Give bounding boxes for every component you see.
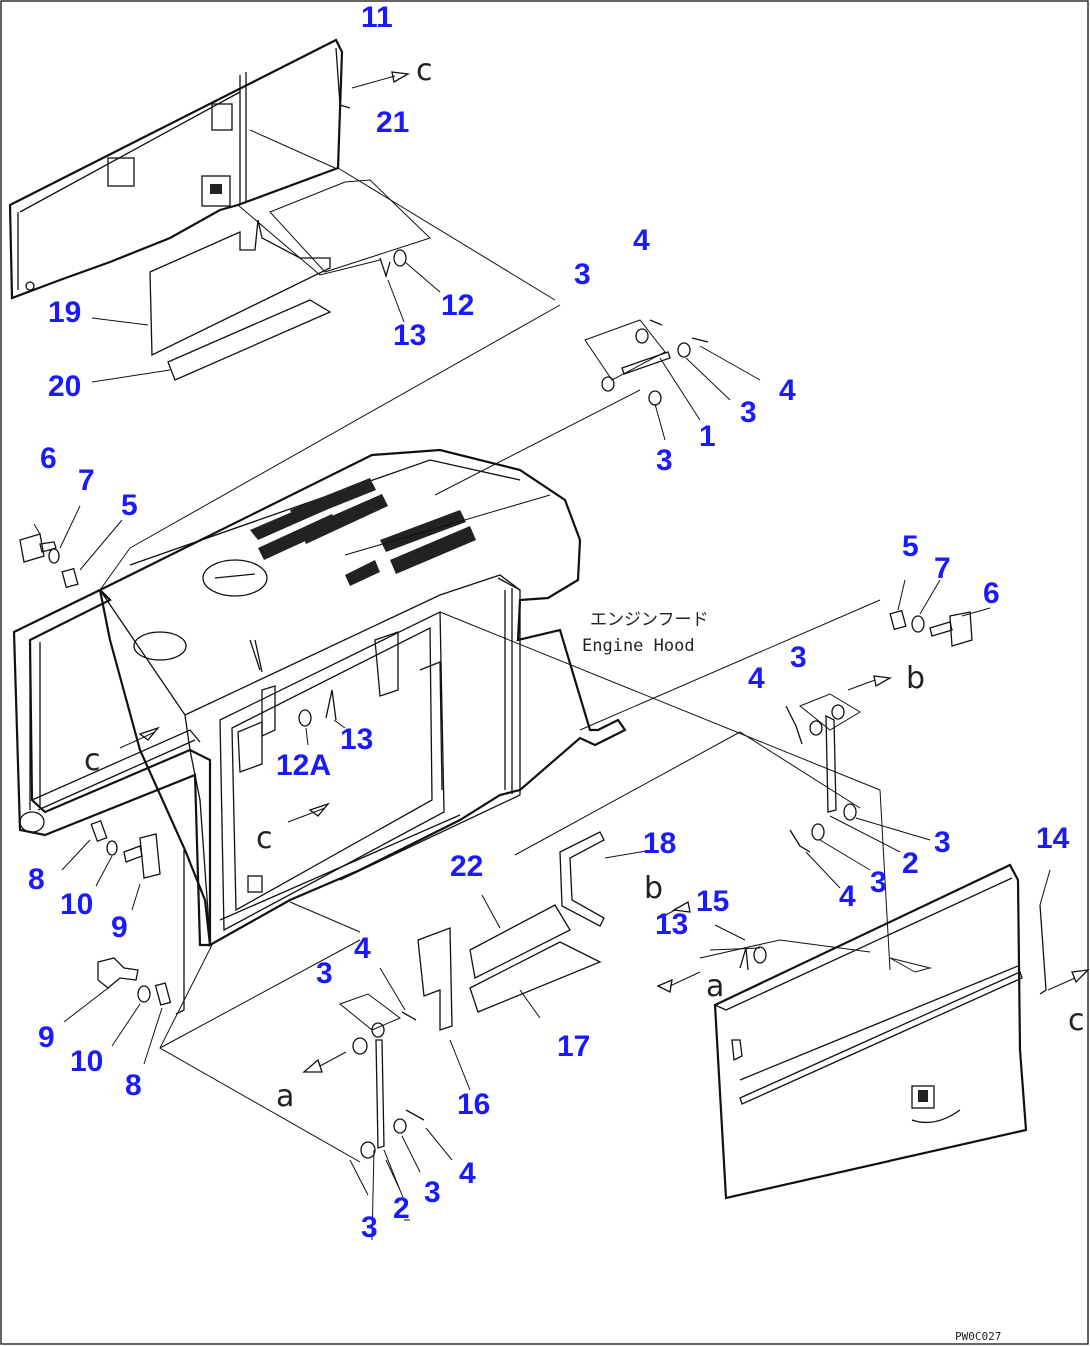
callout-letter: c (416, 53, 433, 88)
part-number-label: 3 (361, 1211, 378, 1244)
part-number-label: 4 (748, 662, 765, 695)
part-number-label: 15 (696, 885, 729, 918)
part-number-label: 2 (393, 1192, 410, 1225)
caption-english: Engine Hood (582, 636, 695, 656)
part-number-label: 12 (441, 289, 474, 322)
callout-letter: a (276, 1079, 294, 1114)
stay-rod-11 (335, 47, 351, 109)
part-number-label: 13 (340, 723, 373, 756)
part-number-label: 5 (902, 530, 919, 563)
pad-18 (559, 831, 605, 927)
callout-letter: b (644, 871, 663, 906)
pad-16 (417, 927, 453, 1031)
part-number-label: 21 (376, 106, 409, 139)
part-number-label: 6 (983, 577, 1000, 610)
part-number-label: 3 (740, 396, 757, 429)
washer-15 (753, 946, 767, 964)
part-number-label: 4 (633, 224, 650, 257)
hood-front-frame (12, 588, 212, 947)
latch-set-lower (63, 957, 172, 1065)
part-number-label: 11 (361, 1, 393, 34)
part-number-label: 4 (779, 374, 796, 407)
side-door-left (8, 38, 344, 300)
part-number-labels: 11 21 4 3 12 13 19 20 4 3 1 3 6 7 5 5 7 … (28, 1, 1070, 1244)
part-number-label: 8 (125, 1069, 142, 1102)
pin-13 (379, 257, 391, 279)
stay-rod-14 (1039, 904, 1047, 995)
part-number-label: 7 (934, 552, 951, 585)
bolt-set-right (889, 579, 991, 647)
part-number-label: 10 (60, 888, 93, 921)
part-number-label: 13 (655, 908, 688, 941)
part-number-label: 4 (354, 932, 371, 965)
part-number-label: 3 (790, 641, 807, 674)
part-number-label: 3 (934, 826, 951, 859)
callout-letter: c (256, 821, 273, 856)
part-number-label: 5 (121, 489, 138, 522)
part-number-label: 17 (557, 1030, 590, 1063)
hinge-assembly-right (785, 675, 931, 889)
callout-letter: c (84, 743, 101, 778)
washer-12a (298, 709, 312, 727)
caption-japanese: エンジンフード (590, 610, 709, 630)
part-number-label: 19 (48, 296, 81, 329)
part-number-label: 2 (902, 847, 919, 880)
side-door-right (713, 863, 1028, 1200)
part-number-label: 22 (450, 850, 483, 883)
hinge-assembly-bottom (302, 967, 453, 1241)
engine-hood-body (98, 448, 627, 947)
door-pad-19 (149, 219, 331, 357)
hinge-plate (175, 850, 185, 1015)
bolt-set-left (19, 505, 123, 589)
washer-12 (393, 249, 407, 267)
pin-13-inner (325, 689, 337, 721)
part-number-label: 3 (870, 866, 887, 899)
part-number-label: 3 (316, 957, 333, 990)
part-number-label: 16 (457, 1088, 490, 1121)
part-number-label: 20 (48, 370, 81, 403)
part-number-label: 12A (276, 749, 331, 782)
callout-letter: b (906, 661, 925, 696)
part-number-label: 8 (28, 863, 45, 896)
part-number-label: 18 (643, 827, 676, 860)
part-number-label: 10 (70, 1045, 103, 1078)
drawing-code: PW0C027 (955, 1330, 1001, 1343)
callout-letters: c c c b b a c a (84, 53, 1085, 1114)
door-bracket-21 (269, 179, 431, 273)
part-number-label: 1 (699, 420, 716, 453)
part-number-label: 9 (38, 1021, 55, 1054)
door-pad-20 (167, 299, 332, 381)
part-number-label: 6 (40, 442, 57, 475)
part-number-label: 3 (656, 444, 673, 477)
hinge-assembly-top (584, 319, 761, 441)
part-number-label: 4 (459, 1157, 476, 1190)
callout-letter: a (706, 969, 724, 1004)
part-number-label: 14 (1036, 822, 1070, 855)
pin-13-right (739, 947, 749, 971)
latch-set-upper (61, 819, 161, 911)
part-number-label: 3 (574, 258, 591, 291)
part-number-label: 7 (78, 464, 95, 497)
part-number-label: 4 (839, 880, 856, 913)
pad-17 (469, 941, 602, 1013)
part-number-label: 9 (111, 911, 128, 944)
callout-letter: c (1068, 1003, 1085, 1038)
part-number-label: 3 (424, 1176, 441, 1209)
pad-22 (469, 904, 571, 979)
part-number-label: 13 (393, 319, 426, 352)
